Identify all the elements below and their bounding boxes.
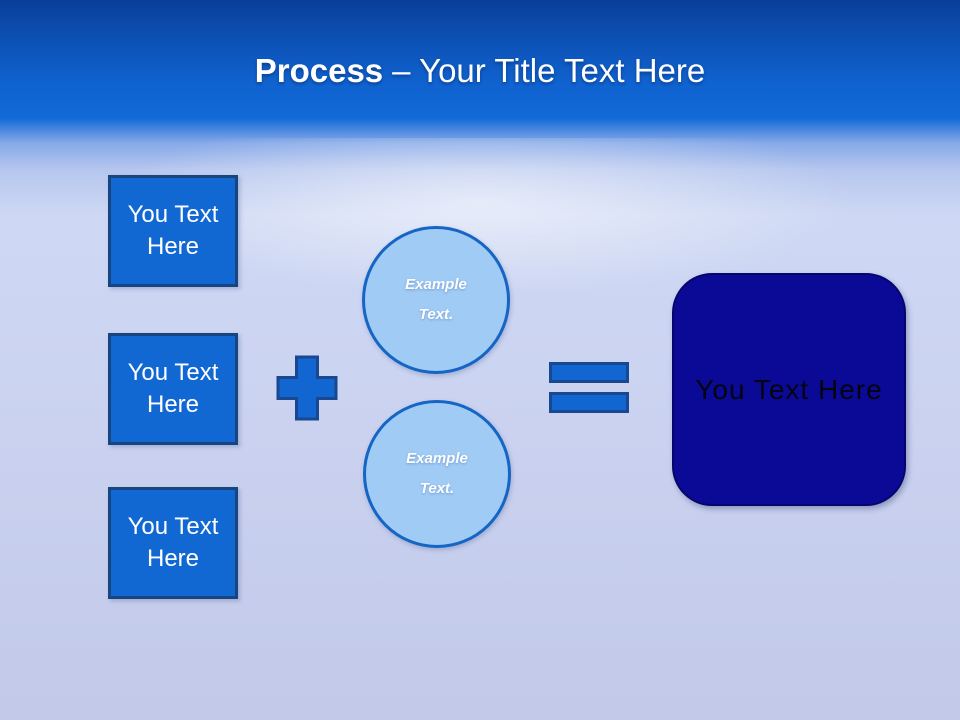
input-box-3[interactable]: You Text Here bbox=[108, 487, 238, 599]
example-circle-2[interactable]: Example Text. bbox=[363, 400, 511, 548]
equals-icon bbox=[549, 362, 629, 413]
input-box-3-label: You Text Here bbox=[127, 512, 219, 572]
input-box-1-label: You Text Here bbox=[127, 200, 219, 260]
example-circle-2-label: Example Text. bbox=[406, 450, 468, 497]
result-box[interactable]: You Text Here bbox=[672, 273, 906, 506]
page-title-keyword: Process bbox=[254, 52, 384, 89]
example-circle-1-label: Example Text. bbox=[405, 276, 467, 323]
equals-bar-top bbox=[549, 362, 629, 383]
example-circle-1[interactable]: Example Text. bbox=[362, 226, 510, 374]
plus-icon bbox=[276, 355, 338, 421]
input-box-2[interactable]: You Text Here bbox=[108, 333, 238, 445]
page-title: Process– Your Title Text Here bbox=[0, 52, 960, 90]
result-box-label: You Text Here bbox=[695, 373, 883, 405]
input-box-1[interactable]: You Text Here bbox=[108, 175, 238, 287]
equals-bar-bottom bbox=[549, 392, 629, 413]
page-title-subtitle: – Your Title Text Here bbox=[392, 52, 706, 89]
input-box-2-label: You Text Here bbox=[127, 358, 219, 418]
